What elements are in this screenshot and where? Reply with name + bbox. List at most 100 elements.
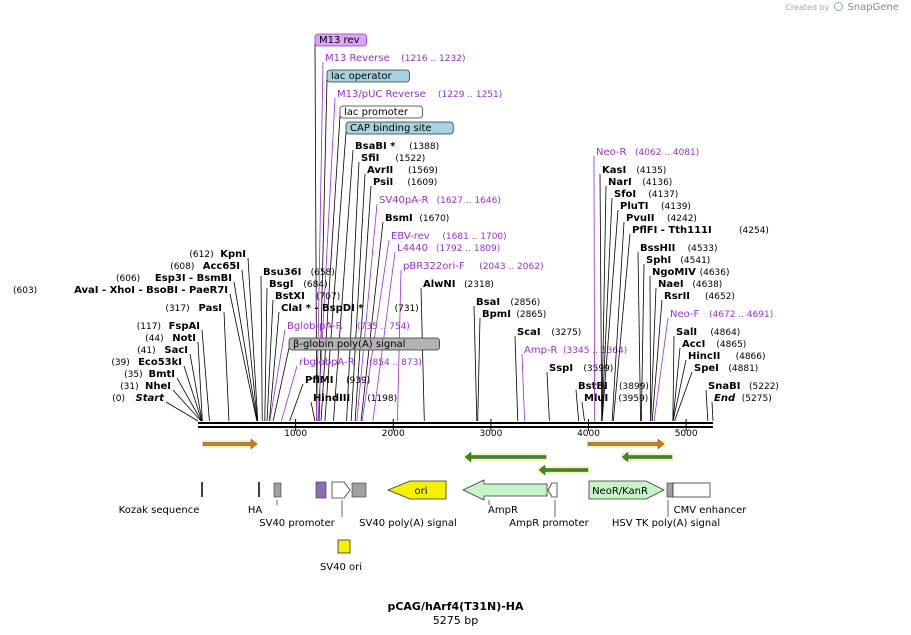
ori-arrow <box>386 480 447 500</box>
enzyme-site-label: FspAI <box>169 321 200 332</box>
site-position-label: (4242) <box>667 214 697 224</box>
site-position-label: (2865) <box>516 310 546 320</box>
plasmid-name: pCAG/hArf4(T31N)-HA <box>387 600 524 613</box>
site-leader-line <box>264 287 268 422</box>
feature-label-box <box>339 105 423 119</box>
site-leader-line <box>268 311 280 422</box>
enzyme-site-label: SfoI <box>614 189 636 200</box>
site-position-label: (1569) <box>408 166 438 176</box>
site-leader-line <box>372 251 396 422</box>
enzyme-site-label: BstBI <box>578 381 608 392</box>
site-leader-line <box>333 149 354 422</box>
ruler-tick-label: 3000 <box>479 429 502 439</box>
enzyme-site-label: BstXI <box>275 291 305 302</box>
site-leader-line <box>705 389 709 422</box>
site-position-label: (4533) <box>688 244 718 254</box>
primer-site-label: M13 Reverse <box>325 53 390 64</box>
primer-site-label: Neo-R <box>596 147 627 158</box>
site-position-label: (612) <box>189 250 213 260</box>
enzyme-site-label: BsaBI * <box>355 141 396 152</box>
site-position-label: (1216 .. 1232) <box>401 54 465 64</box>
feature-name-label: SV40 promoter <box>259 518 335 529</box>
enzyme-site-label: Acc65I <box>203 261 240 272</box>
enzyme-site-label: AvrII <box>367 165 393 176</box>
site-leader-line <box>172 389 202 422</box>
hsv-polya-block <box>666 482 674 498</box>
site-position-label: (4254) <box>739 226 769 236</box>
site-leader-line <box>197 341 203 422</box>
feature-label-box <box>314 33 367 47</box>
site-position-label: (2856) <box>510 298 540 308</box>
site-leader-line <box>653 317 669 422</box>
site-leader-line <box>324 131 347 422</box>
polya-block <box>351 482 367 498</box>
site-position-label: (4541) <box>680 256 710 266</box>
site-leader-line <box>247 257 259 422</box>
enzyme-site-label: NaeI <box>658 279 684 290</box>
site-leader-line <box>650 287 657 422</box>
site-leader-line <box>674 371 693 422</box>
orf-arrow <box>464 451 547 463</box>
site-leader-line <box>189 353 203 422</box>
primer-site-label: Neo-F <box>670 309 700 320</box>
site-position-label: (5222) <box>749 382 779 392</box>
site-leader-line <box>651 299 663 422</box>
site-leader-line <box>581 401 585 422</box>
site-leader-line <box>272 347 290 422</box>
feature-name-label: CMV enhancer <box>674 505 748 516</box>
plasmid-length: 5275 bp <box>432 614 479 627</box>
primer-site-label: Amp-R <box>524 345 558 356</box>
ampr-arrow <box>462 479 548 501</box>
enzyme-site-label: NotI <box>172 333 196 344</box>
credit-brand: SnapGene <box>847 2 899 13</box>
site-leader-line <box>601 197 613 422</box>
enzyme-site-label: HincII <box>688 351 720 362</box>
ruler-tick-label: 4000 <box>577 429 600 439</box>
site-leader-line <box>420 287 425 422</box>
feature-label-text: β-globin poly(A) signal <box>293 339 405 350</box>
site-position-label: (1522) <box>395 154 425 164</box>
site-position-label: (4137) <box>648 190 678 200</box>
enzyme-site-label: ClaI * - BspDI * <box>281 303 364 314</box>
site-position-label: (4865) <box>716 340 746 350</box>
site-leader-line <box>546 371 550 422</box>
enzyme-site-label: SacI <box>164 345 188 356</box>
site-position-label: (854 .. 873) <box>369 358 422 368</box>
enzyme-site-label: NheI <box>145 381 171 392</box>
feature-label-text: lac promoter <box>344 107 409 118</box>
site-position-label: (39) <box>111 358 129 368</box>
site-position-label: (4866) <box>736 352 766 362</box>
site-leader-line <box>361 239 390 422</box>
site-leader-line <box>473 305 478 422</box>
orf-arrow <box>538 464 589 476</box>
orf-arrow <box>587 438 665 450</box>
site-position-label: (5275) <box>742 394 772 404</box>
credit-prefix: Created by <box>785 3 830 12</box>
enzyme-site-label: SspI <box>549 363 573 374</box>
neor-arrow <box>588 480 665 500</box>
enzyme-site-label: KasI <box>602 165 626 176</box>
enzyme-site-label: BmtI <box>148 369 175 380</box>
site-leader-line <box>593 155 595 422</box>
feature-name-label: SV40 poly(A) signal <box>359 518 457 529</box>
enzyme-site-label: BpmI <box>482 309 511 320</box>
site-position-label: (606) <box>116 274 140 284</box>
enzyme-site-label: Bsu36I <box>263 267 301 278</box>
enzyme-site-label: AlwNI <box>423 279 456 290</box>
site-position-label: (707) <box>316 292 340 302</box>
site-position-label: (4636) <box>700 268 730 278</box>
site-leader-line <box>289 383 304 422</box>
site-position-label: (3599) <box>583 364 613 374</box>
site-leader-line <box>612 233 631 422</box>
site-position-label: (608) <box>170 262 194 272</box>
enzyme-site-label: PflFI - Tth111I <box>632 225 712 236</box>
site-position-label: (0) <box>112 394 125 404</box>
site-position-label: (603) <box>13 286 37 296</box>
site-position-label: (117) <box>137 322 161 332</box>
site-leader-line <box>346 161 360 422</box>
site-position-label: (1627 .. 1646) <box>437 196 501 206</box>
site-leader-line <box>356 203 378 422</box>
site-leader-line <box>672 359 687 422</box>
